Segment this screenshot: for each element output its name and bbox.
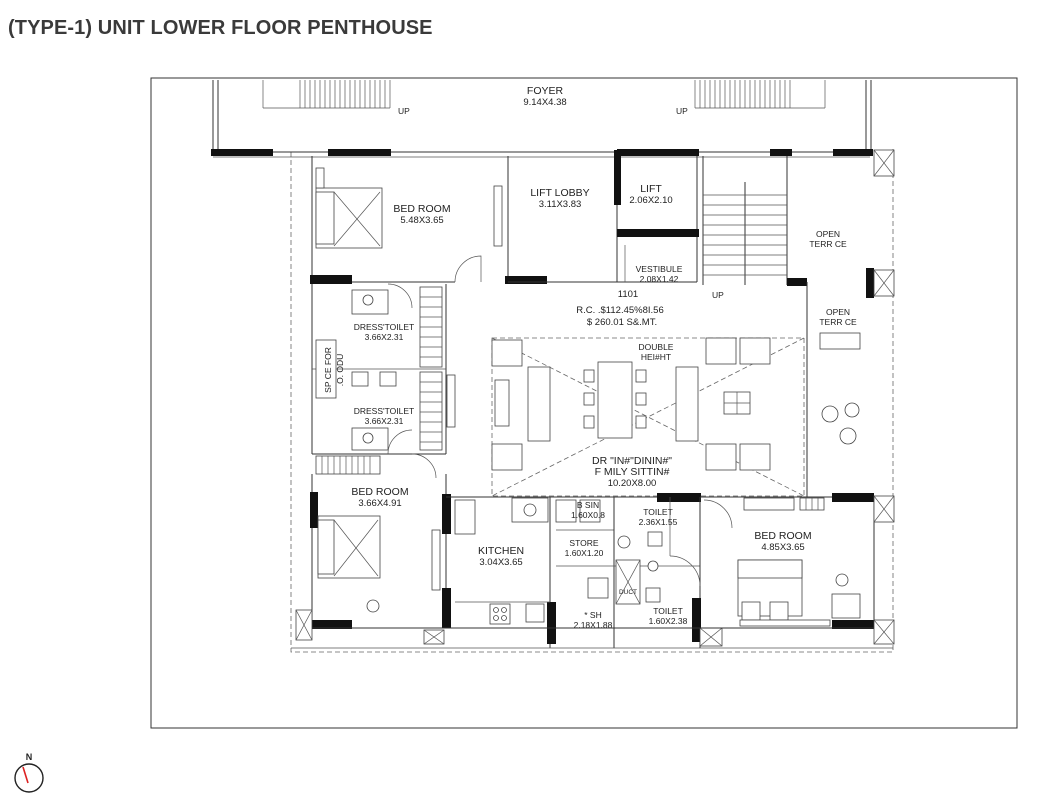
double-height-line2: HEI#HT [641, 352, 671, 362]
bed-room-2 [295, 474, 451, 645]
stair-up-left-label: UP [398, 106, 410, 116]
lift-core [505, 150, 699, 284]
vestibule-label: VESTIBULE [636, 264, 683, 274]
unit-number: 1101 [618, 289, 638, 300]
toilet-1-label: TOILET [643, 507, 673, 517]
store-size: 1.60X1.20 [565, 548, 604, 558]
stair-up-right-label: UP [676, 106, 688, 116]
chair-icon [821, 405, 839, 423]
odu-space-line1: SP CE FOR [323, 347, 333, 393]
kitchen-label: KITCHEN [478, 545, 524, 557]
wc-icon [362, 294, 374, 306]
double-height-line1: DOUBLE [639, 342, 674, 352]
toilet-2-size: 1.60X2.38 [649, 616, 688, 626]
armchair-icon [491, 443, 523, 471]
service-block [446, 493, 723, 648]
kitchen-size: 3.04X3.65 [479, 557, 522, 568]
lift-size: 2.06X2.10 [629, 195, 672, 206]
open-terrace-1-line2: TERR CE [809, 239, 847, 249]
wardrobe-icon [431, 529, 441, 591]
duct-label: DUCT [619, 589, 637, 596]
open-terrace-area [806, 149, 895, 497]
living-dining-area [491, 337, 805, 497]
wc-icon [362, 432, 374, 444]
bed-room-1-label: BED ROOM [393, 203, 450, 215]
open-terrace-2-line2: TERR CE [819, 317, 857, 327]
open-terrace-2-line1: OPEN [826, 307, 850, 317]
dress-toilet-block [311, 283, 456, 479]
lift-lobby-label: LIFT LOBBY [530, 187, 589, 199]
vestibule-size: 2.08X1.42 [640, 274, 679, 284]
dress-toilet-1-size: 3.66X2.31 [365, 332, 404, 342]
bench-icon [819, 332, 861, 350]
armchair-icon [491, 339, 523, 367]
armchair-icon [739, 443, 771, 471]
dress-toilet-1-label: DRESS'TOILET [354, 322, 415, 332]
foyer-label: FOYER [527, 85, 564, 97]
sink-icon [525, 603, 545, 623]
open-terrace-1-line1: OPEN [816, 229, 840, 239]
odu-space [315, 339, 337, 399]
dress-toilet-2-label: DRESS'TOILET [354, 406, 415, 416]
lift-label: LIFT [640, 183, 662, 195]
chair-icon [844, 402, 860, 418]
store-label: STORE [569, 538, 598, 548]
wall-solid [833, 149, 873, 156]
sofa-icon [527, 366, 551, 442]
bed-room-3-label: BED ROOM [754, 530, 811, 542]
sofa-icon [675, 366, 699, 442]
unit-rc: R.C. .$112.45%8I.56 [576, 305, 664, 316]
wardrobe-icon [493, 185, 503, 247]
inner-staircase [702, 156, 807, 286]
living-line2: F MILY SITTIN# [595, 466, 670, 478]
bed-room-2-label: BED ROOM [351, 486, 408, 498]
right-staircase-top [694, 80, 872, 152]
bed-room-3 [700, 493, 895, 645]
page-title: (TYPE-1) UNIT LOWER FLOOR PENTHOUSE [8, 17, 433, 39]
north-label: N [26, 752, 33, 762]
armchair-icon [739, 337, 771, 365]
wash-label: * SH [584, 610, 601, 620]
wall-solid [328, 149, 391, 156]
door-swing-icon [454, 255, 482, 283]
dining-table-icon [597, 361, 633, 439]
stair-up-lower-label: UP [712, 290, 724, 300]
wall-solid [770, 149, 792, 156]
outline-dashed [290, 146, 894, 653]
armchair-icon [831, 593, 861, 619]
bed-room-1-size: 5.48X3.65 [400, 215, 443, 226]
bed-room-1 [310, 156, 509, 284]
armchair-icon [705, 337, 737, 365]
left-staircase [212, 80, 391, 152]
bed-room-3-size: 4.85X3.65 [761, 542, 804, 553]
basin-size: 1.60X0.8 [571, 510, 605, 520]
unit-area: $ 260.01 S&.MT. [587, 317, 657, 328]
toilet-1-size: 2.36X1.55 [639, 517, 678, 527]
bed-room-2-size: 3.66X4.91 [358, 498, 401, 509]
wall-solid [211, 149, 273, 156]
lift-lobby-size: 3.11X3.83 [539, 199, 582, 210]
hob-icon [489, 603, 511, 625]
living-line1: DR "IN#"DININ#" [592, 455, 672, 467]
basin-label: B SIN [577, 500, 599, 510]
odu-space-line2: .O. ODU [335, 354, 345, 387]
wall-solid [617, 149, 699, 156]
armchair-icon [705, 443, 737, 471]
living-size: 10.20X8.00 [608, 478, 657, 489]
plan-border [150, 77, 1018, 729]
dress-toilet-2-size: 3.66X2.31 [365, 416, 404, 426]
north-arrow-icon [14, 763, 44, 793]
chair-icon [839, 427, 857, 445]
foyer-size: 9.14X4.38 [523, 97, 566, 108]
wash-size: 2.18X1.88 [574, 620, 613, 630]
toilet-2-label: TOILET [653, 606, 683, 616]
